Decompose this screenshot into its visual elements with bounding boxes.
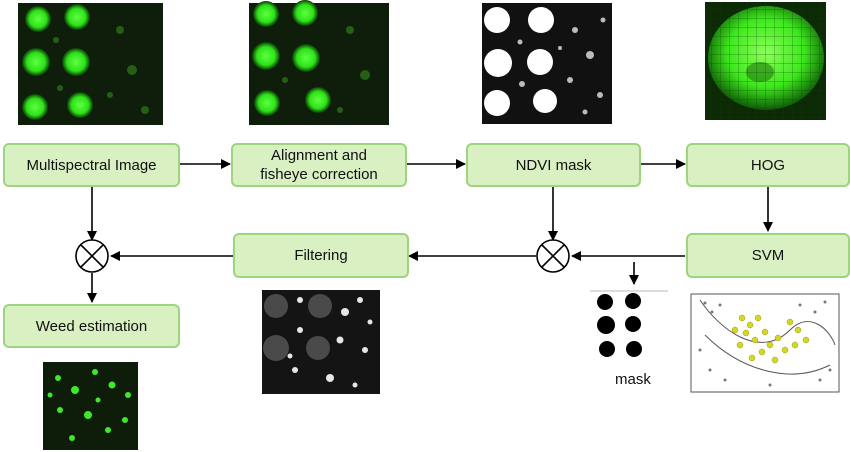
hog-thumbnail — [705, 2, 826, 120]
filtering-box: Filtering — [233, 233, 409, 278]
ndvi-mask-box: NDVI mask — [466, 143, 641, 187]
combiner-left — [75, 239, 109, 273]
filtering-label: Filtering — [294, 247, 348, 264]
weed-estimation-box: Weed estimation — [3, 304, 180, 348]
aligned-thumbnail — [249, 0, 389, 125]
svm-label: SVM — [751, 247, 785, 264]
filtering-thumbnail — [262, 290, 380, 394]
combiner-right — [536, 239, 570, 273]
svm-box: SVM — [686, 233, 850, 278]
svm-plot-thumbnail — [690, 293, 840, 393]
weed-estimation-thumbnail — [43, 362, 138, 450]
multispectral-thumbnail — [18, 3, 163, 125]
multispectral-image-box: Multispectral Image — [3, 143, 180, 187]
multispectral-image-label: Multispectral Image — [26, 156, 157, 174]
mask-caption: mask — [615, 371, 651, 388]
alignment-label-line2: fisheye correction — [260, 166, 378, 183]
hog-box: HOG — [686, 143, 850, 187]
ndvi-mask-thumbnail — [482, 3, 612, 124]
alignment-label-line1: Alignment and — [271, 147, 367, 164]
hog-label: HOG — [750, 156, 786, 174]
ndvi-mask-label: NDVI mask — [515, 156, 592, 174]
alignment-box: Alignment and fisheye correction — [231, 143, 407, 187]
mask-thumbnail — [590, 290, 668, 357]
weed-estimation-label: Weed estimation — [35, 317, 148, 335]
